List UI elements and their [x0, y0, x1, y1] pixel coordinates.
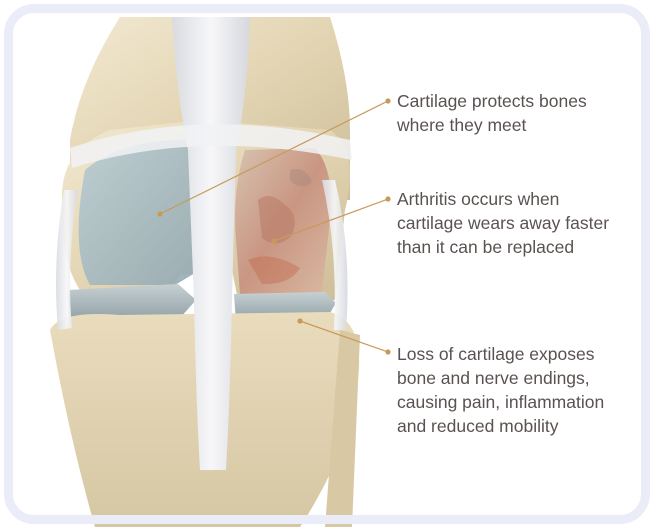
callout-line: than it can be replaced [397, 235, 609, 259]
callout-loss-of-cartilage: Loss of cartilage exposes bone and nerve… [397, 342, 604, 438]
callout-line: where they meet [397, 113, 587, 137]
callout-arthritis-occurs: Arthritis occurs when cartilage wears aw… [397, 187, 609, 259]
callout-line: causing pain, inflammation [397, 390, 604, 414]
callout-line: Arthritis occurs when [397, 187, 609, 211]
callout-line: bone and nerve endings, [397, 366, 604, 390]
callout-line: and reduced mobility [397, 414, 604, 438]
callout-line: Loss of cartilage exposes [397, 342, 604, 366]
callout-line: Cartilage protects bones [397, 89, 587, 113]
callout-line: cartilage wears away faster [397, 211, 609, 235]
callout-cartilage-protects: Cartilage protects bones where they meet [397, 89, 587, 137]
